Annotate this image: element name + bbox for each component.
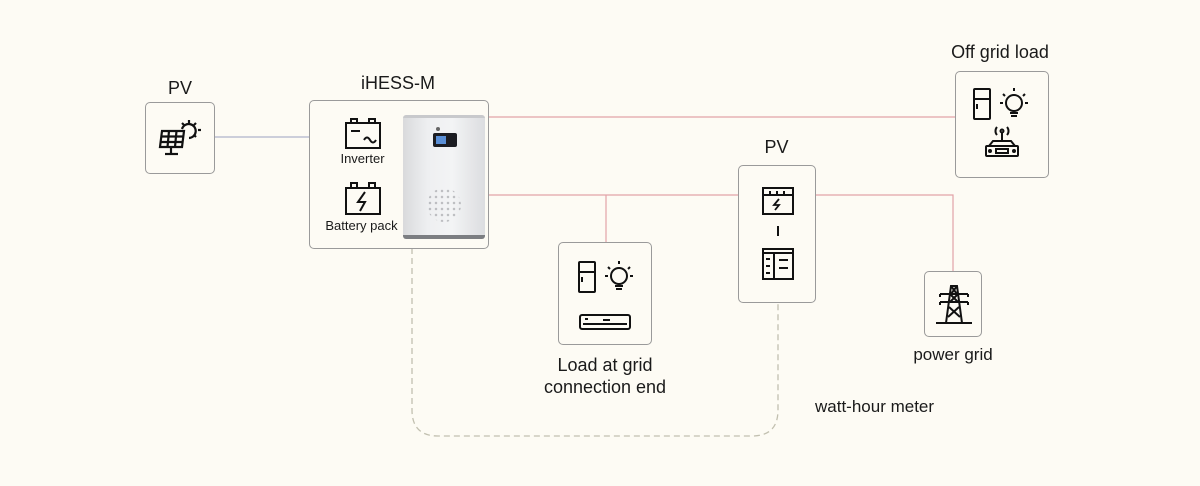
pv-right-box[interactable]: [738, 165, 816, 303]
off-grid-appliances: [973, 88, 1028, 157]
pv-right-label: PV: [764, 137, 789, 157]
inverter-icon: [345, 118, 381, 149]
ihess-unit-image: [403, 115, 485, 239]
display-screen: [433, 133, 457, 147]
pv-left-label: PV: [167, 78, 192, 98]
pv-to-powergrid-line: [815, 194, 954, 272]
speaker-grille: [427, 188, 461, 222]
refrigerator-icon: [973, 88, 991, 120]
battery-pack-label: Battery pack: [325, 218, 398, 233]
transmission-tower-icon: [936, 285, 972, 324]
grid-load-label-line2: connection end: [543, 377, 667, 397]
battery-icon: [345, 182, 381, 215]
pv-inverter-icon: [762, 187, 794, 215]
light-bulb-icon: [605, 261, 633, 290]
pv-left-box[interactable]: [145, 102, 215, 174]
router-icon: [985, 126, 1019, 157]
grid-load-label-line1: Load at grid: [557, 355, 653, 375]
ihess-box[interactable]: Inverter Battery pack: [309, 100, 489, 249]
communication-dashed-line: [411, 248, 779, 437]
inverter-label: Inverter: [340, 151, 385, 166]
ihess-label: iHESS-M: [360, 73, 435, 93]
power-grid-label: power grid: [913, 345, 993, 364]
watt-hour-meter-label: watt-hour meter: [815, 397, 935, 416]
solar-panel-icon: [158, 120, 201, 156]
meter-box-icon: [762, 248, 794, 280]
grid-load-box[interactable]: [558, 242, 652, 345]
air-conditioner-icon: [579, 314, 631, 330]
grid-load-label: Load at grid connection end: [520, 354, 690, 398]
off-grid-load-label: Off grid load: [951, 42, 1049, 62]
power-grid-box[interactable]: [924, 271, 982, 337]
off-grid-load-box[interactable]: [955, 71, 1049, 178]
light-bulb-icon: [1000, 88, 1028, 117]
pv-components: [762, 187, 794, 280]
grid-load-appliances: [578, 261, 633, 330]
refrigerator-icon: [578, 261, 596, 293]
